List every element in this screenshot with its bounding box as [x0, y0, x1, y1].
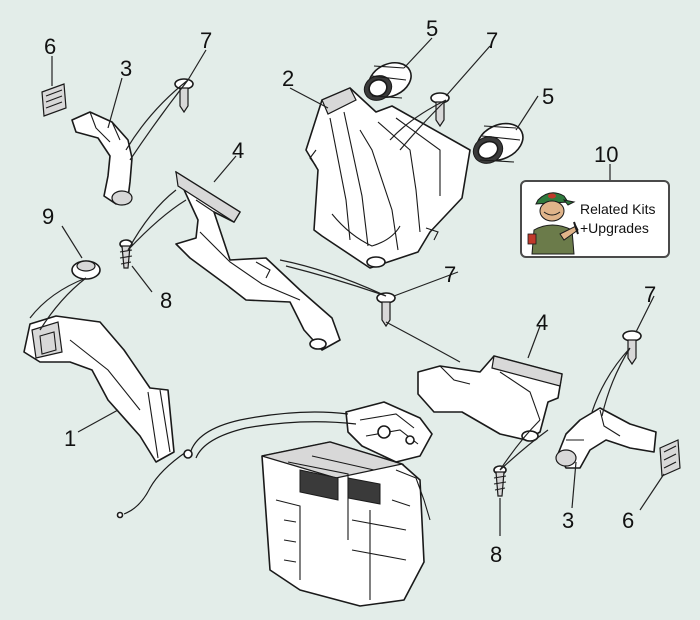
- part-9-grommet: [71, 260, 101, 280]
- part-7-clip-upper-mid: [430, 92, 450, 128]
- part-6-grille-right: [659, 439, 681, 477]
- part-7-clip-center: [376, 292, 396, 328]
- control-cables: [116, 411, 357, 519]
- callout-6-right: 6: [622, 508, 634, 533]
- part-8-screw-right: [493, 465, 507, 497]
- part-2-central-duct: [305, 87, 471, 269]
- part-8-screw-left: [119, 239, 133, 269]
- callout-3-right: 3: [562, 508, 574, 533]
- callout-6-left: 6: [44, 34, 56, 59]
- callout-7-upper-left: 7: [200, 28, 212, 53]
- callout-4-left: 4: [232, 138, 244, 163]
- part-3-side-duct-left: [71, 111, 133, 206]
- callout-7-upper-mid: 7: [486, 28, 498, 53]
- callout-numbers: 6 3 7 2 5 7 5 10 4 9 8 7 4 7 1 3 6 8: [42, 16, 656, 567]
- heater-unit-assembly: [261, 401, 433, 607]
- callout-7-right: 7: [644, 282, 656, 307]
- part-4-footwell-duct-left: [175, 170, 341, 351]
- related-kits-upgrades-button[interactable]: Related Kits +Upgrades: [520, 180, 670, 258]
- part-6-grille-left: [41, 83, 67, 117]
- part-3-side-duct-right: [555, 407, 657, 469]
- callout-8-right: 8: [490, 542, 502, 567]
- callout-2: 2: [282, 66, 294, 91]
- kit-label-line-2: +Upgrades: [580, 220, 649, 236]
- callout-7-center: 7: [444, 262, 456, 287]
- part-4-footwell-duct-right: [417, 355, 563, 442]
- callout-3-left: 3: [120, 56, 132, 81]
- callout-10: 10: [594, 142, 618, 167]
- leader-lines: [29, 37, 665, 536]
- part-5-vent-lower: [472, 122, 524, 164]
- part-5-vent-upper: [363, 61, 412, 101]
- callout-8-left: 8: [160, 288, 172, 313]
- part-1-lower-duct: [23, 315, 175, 463]
- related-kits-label: Related Kits +Upgrades: [580, 200, 668, 238]
- callout-4-right: 4: [536, 310, 548, 335]
- callout-5-lower: 5: [542, 84, 554, 109]
- callout-9: 9: [42, 204, 54, 229]
- mechanic-icon: [527, 192, 579, 255]
- part-7-clip-right: [622, 330, 642, 366]
- callout-1: 1: [64, 426, 76, 451]
- kit-label-line-1: Related Kits: [580, 201, 656, 217]
- callout-5-upper: 5: [426, 16, 438, 41]
